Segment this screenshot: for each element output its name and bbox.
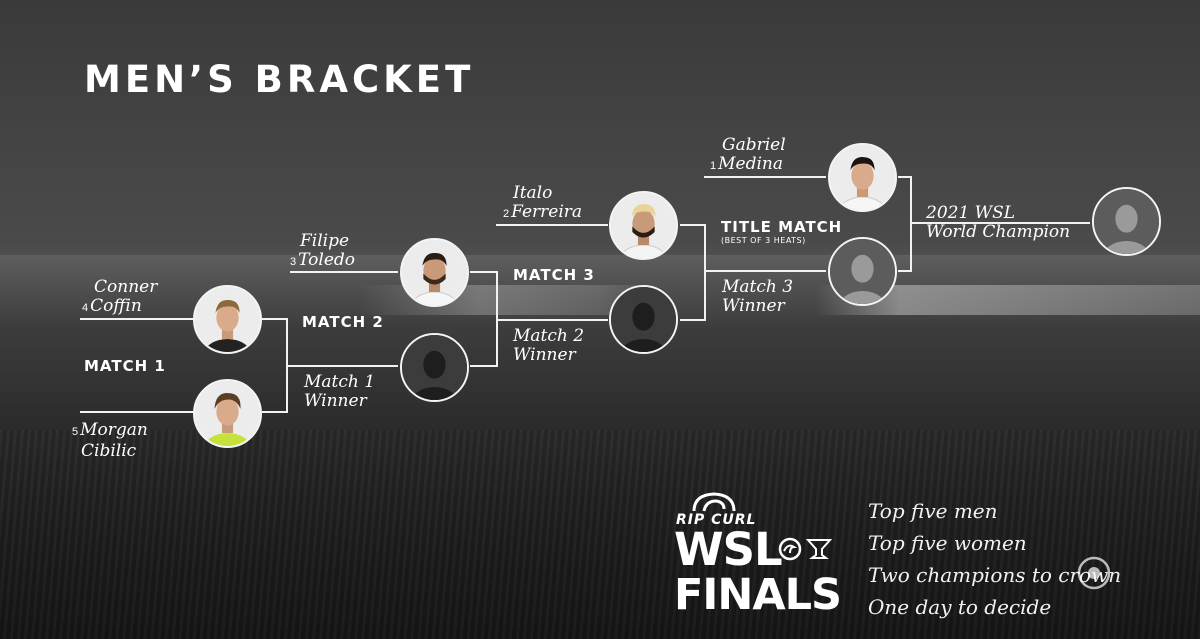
wsl-wave-icon (778, 537, 833, 561)
match-winner-avatar[interactable] (609, 285, 678, 354)
match2-label: MATCH 2 (302, 313, 384, 331)
title-match-sublabel: (BEST OF 3 HEATS) (721, 236, 806, 245)
page-title: MEN’S BRACKET (84, 58, 475, 101)
surfer-avatar[interactable] (193, 379, 262, 448)
bracket-line (704, 270, 826, 272)
bracket-line (898, 270, 912, 272)
broadcaster-watermark-icon (1076, 555, 1112, 591)
match1-label: MATCH 1 (84, 357, 166, 375)
surfer-avatar[interactable] (193, 285, 262, 354)
bracket-line (80, 411, 198, 413)
tagline-line: Top five women (868, 531, 1027, 555)
rip-curl-logo (690, 491, 738, 513)
bracket-line (910, 176, 912, 272)
wave-band (0, 285, 1200, 315)
champion-avatar[interactable] (1092, 187, 1161, 256)
logo-finals: FINALS (674, 570, 842, 620)
seed-number: 4 (82, 302, 89, 314)
bracket-line (470, 271, 498, 273)
bracket-line (910, 222, 1090, 224)
title-match-label: TITLE MATCH (721, 218, 843, 236)
bracket-line (898, 176, 912, 178)
seed-number: 3 (290, 256, 297, 268)
surfer-avatar[interactable] (400, 238, 469, 307)
match-winner-avatar[interactable] (400, 333, 469, 402)
bracket-line (496, 319, 608, 321)
logo-wsl: WSL (674, 523, 783, 576)
bracket-line (80, 318, 198, 320)
tagline-line: One day to decide (868, 595, 1052, 619)
shore-band (0, 325, 1200, 435)
logo-brand: RIP CURL (676, 512, 757, 528)
bracket-line (496, 224, 608, 226)
bracket-line (680, 319, 706, 321)
bracket-line (290, 271, 398, 273)
tagline-line: Top five men (868, 499, 998, 523)
match3-label: MATCH 3 (513, 266, 595, 284)
match-winner-avatar[interactable] (828, 237, 897, 306)
surfer-avatar[interactable] (609, 191, 678, 260)
bracket-line (704, 176, 826, 178)
bracket-line (680, 224, 706, 226)
seed-number: 1 (710, 160, 717, 172)
grass-foreground (0, 430, 1200, 639)
bracket-line (470, 365, 498, 367)
seed-number: 2 (503, 208, 510, 220)
bracket-line (286, 365, 398, 367)
seed-number: 5 (72, 426, 79, 438)
bracket-line (262, 318, 288, 320)
bracket-line (704, 224, 706, 321)
bracket-line (262, 411, 288, 413)
surfer-avatar[interactable] (828, 143, 897, 212)
